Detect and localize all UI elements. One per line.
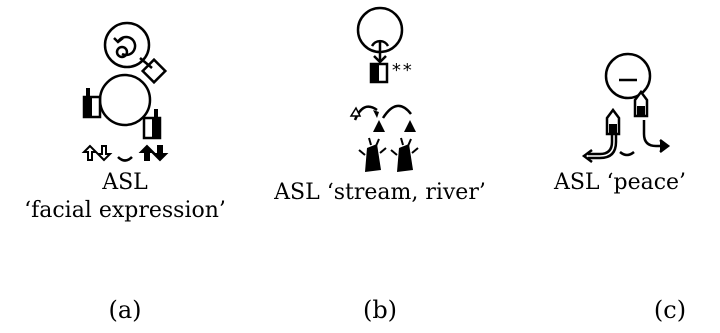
panel-label-a: (a) [108,296,142,324]
face-circle-small [103,21,151,69]
diamond-hand-icon [140,57,168,85]
face-circle [604,52,652,100]
signwriting-stream-river: ** [349,6,419,172]
movement-arc-right-icon [381,104,412,119]
movement-arrows-icon [81,144,169,162]
asterisks-icon: ** [391,60,413,81]
hand-pair-icon [358,137,419,172]
hand-left-icon [82,88,102,119]
mouth-icon [117,156,133,162]
panel-b: ** ASL ‘stream, river’ (b) [255,0,505,333]
panel-label-b: (b) [362,296,398,324]
face-circle-large [98,73,152,127]
hand-right-icon [142,109,162,140]
svg-text:**: ** [391,60,413,81]
mouth-icon [619,151,635,157]
hand-right-icon [633,89,649,118]
signwriting-facial-expression [81,21,169,162]
movement-arrow-left-icon [588,132,614,156]
caption-b-line1: ASL ‘stream, river’ [274,180,486,205]
caption-c-line1: ASL ‘peace’ [553,170,687,195]
panel-label-c: (c) [653,296,687,324]
panel-c: ASL ‘peace’ (c) [520,0,720,333]
caption-a-line1: ASL [102,170,148,195]
panel-a: ASL ‘facial expression’ (a) [0,0,250,333]
caption-a-line2: ‘facial expression’ [24,198,226,223]
movement-arrow-right-icon [642,120,662,148]
signwriting-peace [581,52,671,163]
hand-left-icon [605,107,621,136]
movement-arc-left-icon [353,105,378,121]
